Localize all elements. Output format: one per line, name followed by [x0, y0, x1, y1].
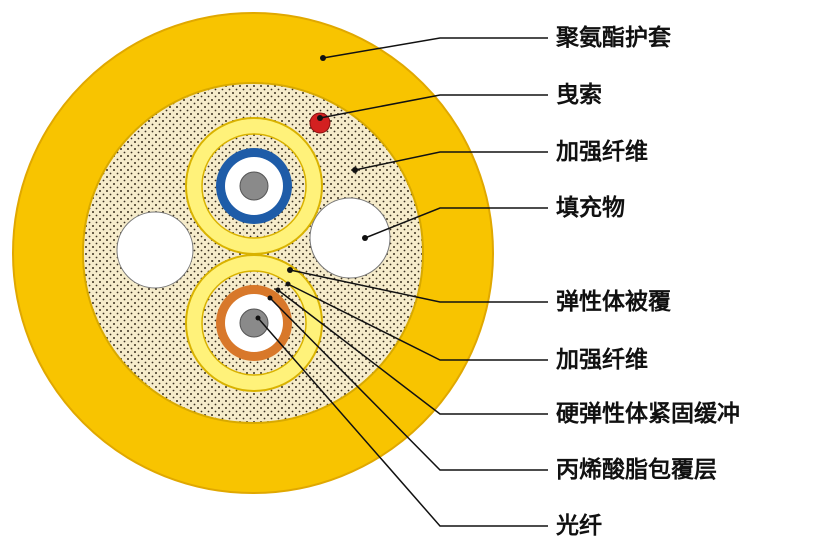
label-outer-jacket: 聚氨酯护套: [556, 25, 671, 51]
leader-filler: [364, 207, 548, 239]
ripcord: [309, 112, 331, 134]
label-elastomer-sheath: 弹性体被覆: [556, 289, 671, 315]
leader-ripcord: [319, 94, 548, 119]
leader-outer-jacket: [322, 37, 548, 59]
leader-strength-member-2: [287, 283, 548, 361]
filler-right: [309, 197, 391, 279]
leader-elastomer-sheath: [289, 269, 548, 303]
label-strength-member-2: 加强纤维: [556, 347, 648, 373]
label-strength-member-1: 加强纤维: [556, 139, 648, 165]
label-filler: 填充物: [556, 195, 625, 221]
leader-optical-fiber: [257, 317, 548, 527]
filler-left: [116, 211, 194, 289]
label-acrylate-coating: 丙烯酸脂包覆层: [556, 457, 717, 483]
label-optical-fiber: 光纤: [556, 513, 602, 539]
leader-strength-member-1: [354, 151, 548, 171]
sub-unit-upper: [185, 117, 323, 255]
label-tight-buffer: 硬弹性体紧固缓冲: [556, 401, 740, 427]
leader-tight-buffer: [277, 289, 548, 415]
sub-unit-lower: [185, 254, 323, 392]
label-ripcord: 曳索: [556, 82, 602, 108]
leader-acrylate-coating: [269, 297, 548, 471]
